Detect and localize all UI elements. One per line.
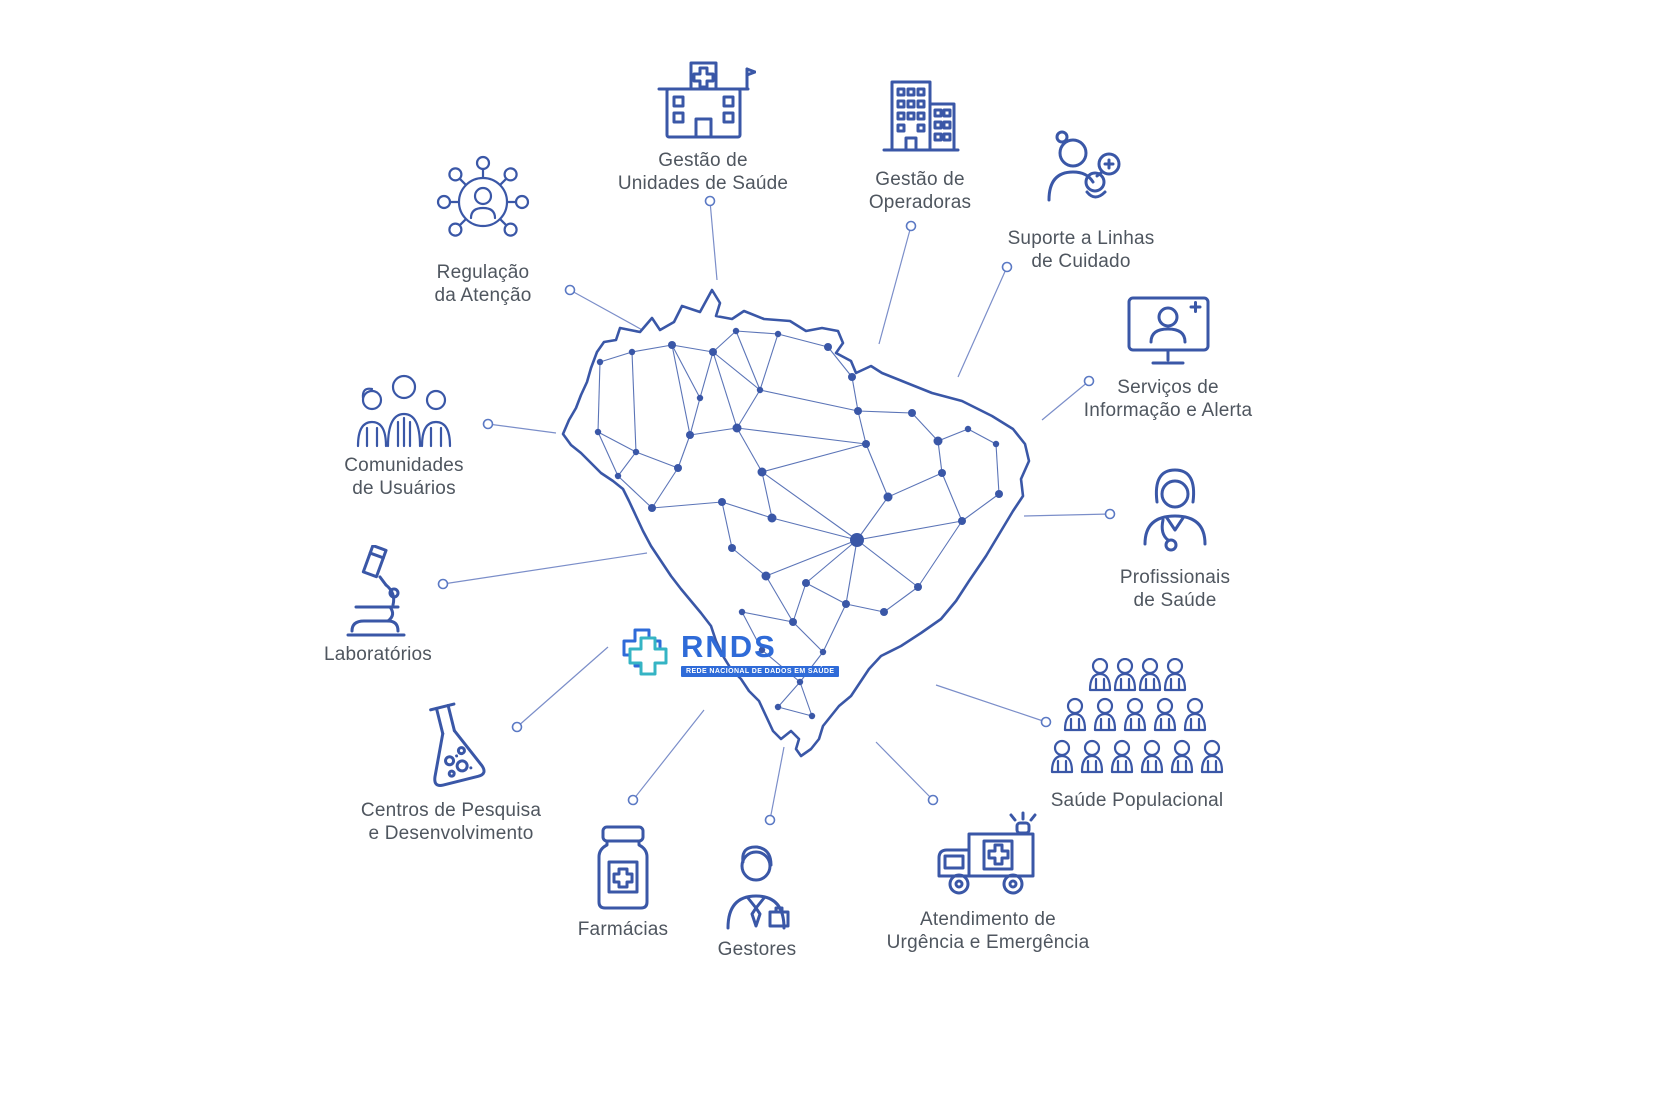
hospital-icon (657, 61, 756, 139)
item-farmacias: Farmácias (553, 822, 693, 941)
ambulance-icon (937, 811, 1037, 895)
item-gestao-operadoras: Gestão de Operadoras (830, 70, 1010, 214)
doctor-icon (1143, 468, 1206, 552)
item-label: Gestores (717, 939, 797, 960)
microscope-icon (346, 545, 405, 637)
rnds-logo: RNDS REDE NACIONAL DE DADOS EM SAÚDE (620, 626, 840, 682)
item-saude-populacional: Saúde Populacional (1027, 658, 1247, 812)
item-label: Profissionais de Saúde (1119, 567, 1231, 612)
item-suporte-linhas: Suporte a Linhas de Cuidado (981, 126, 1181, 273)
user-group-icon (356, 374, 452, 448)
item-label: Suporte a Linhas de Cuidado (1007, 228, 1155, 273)
item-servicos-informacao: Serviços de Informação e Alerta (1058, 292, 1278, 422)
item-label: Centros de Pesquisa e Desenvolvimento (360, 800, 542, 845)
item-laboratorios: Laboratórios (283, 545, 473, 666)
flask-icon (429, 702, 486, 787)
item-label: Gestão de Operadoras (868, 169, 972, 214)
caregiver-icon (1047, 130, 1121, 202)
item-regulacao-atencao: Regulação da Atenção (393, 150, 573, 307)
item-gestores: Gestores (687, 840, 827, 961)
office-building-icon (882, 80, 960, 152)
item-comunidades-usuarios: Comunidades de Usuários (314, 372, 494, 500)
item-label: Laboratórios (323, 644, 433, 665)
item-label: Saúde Populacional (1050, 790, 1224, 811)
connector-endpoint-dots (437, 195, 1116, 826)
item-profissionais-saude: Profissionais de Saúde (1085, 460, 1265, 612)
item-label: Comunidades de Usuários (344, 455, 464, 500)
brazil-map-outline (561, 288, 1031, 758)
medicine-jar-icon (597, 825, 649, 910)
connector-lines (442, 200, 1111, 821)
item-label: Regulação da Atenção (434, 262, 532, 307)
telehealth-icon (1127, 296, 1209, 365)
rnds-logo-tagline: REDE NACIONAL DE DADOS EM SAÚDE (681, 666, 840, 677)
rnds-logo-name: RNDS (681, 629, 777, 664)
rnds-cross-icon (622, 628, 668, 676)
item-gestao-unidades: Gestão de Unidades de Saúde (598, 55, 808, 195)
network-nodes (594, 327, 1003, 720)
person-network-icon (436, 155, 529, 237)
network-edges (597, 330, 1000, 717)
item-atendimento-urgencia: Atendimento de Urgência e Emergência (868, 810, 1108, 954)
item-label: Gestão de Unidades de Saúde (617, 150, 789, 195)
manager-icon (726, 845, 790, 930)
item-label: Serviços de Informação e Alerta (1083, 377, 1253, 422)
population-icon (1050, 658, 1223, 774)
item-label: Farmácias (577, 919, 669, 940)
rnds-logo-text-block: RNDS REDE NACIONAL DE DADOS EM SAÚDE (681, 629, 840, 677)
item-centros-pesquisa: Centros de Pesquisa e Desenvolvimento (341, 698, 561, 845)
item-label: Atendimento de Urgência e Emergência (886, 909, 1090, 954)
